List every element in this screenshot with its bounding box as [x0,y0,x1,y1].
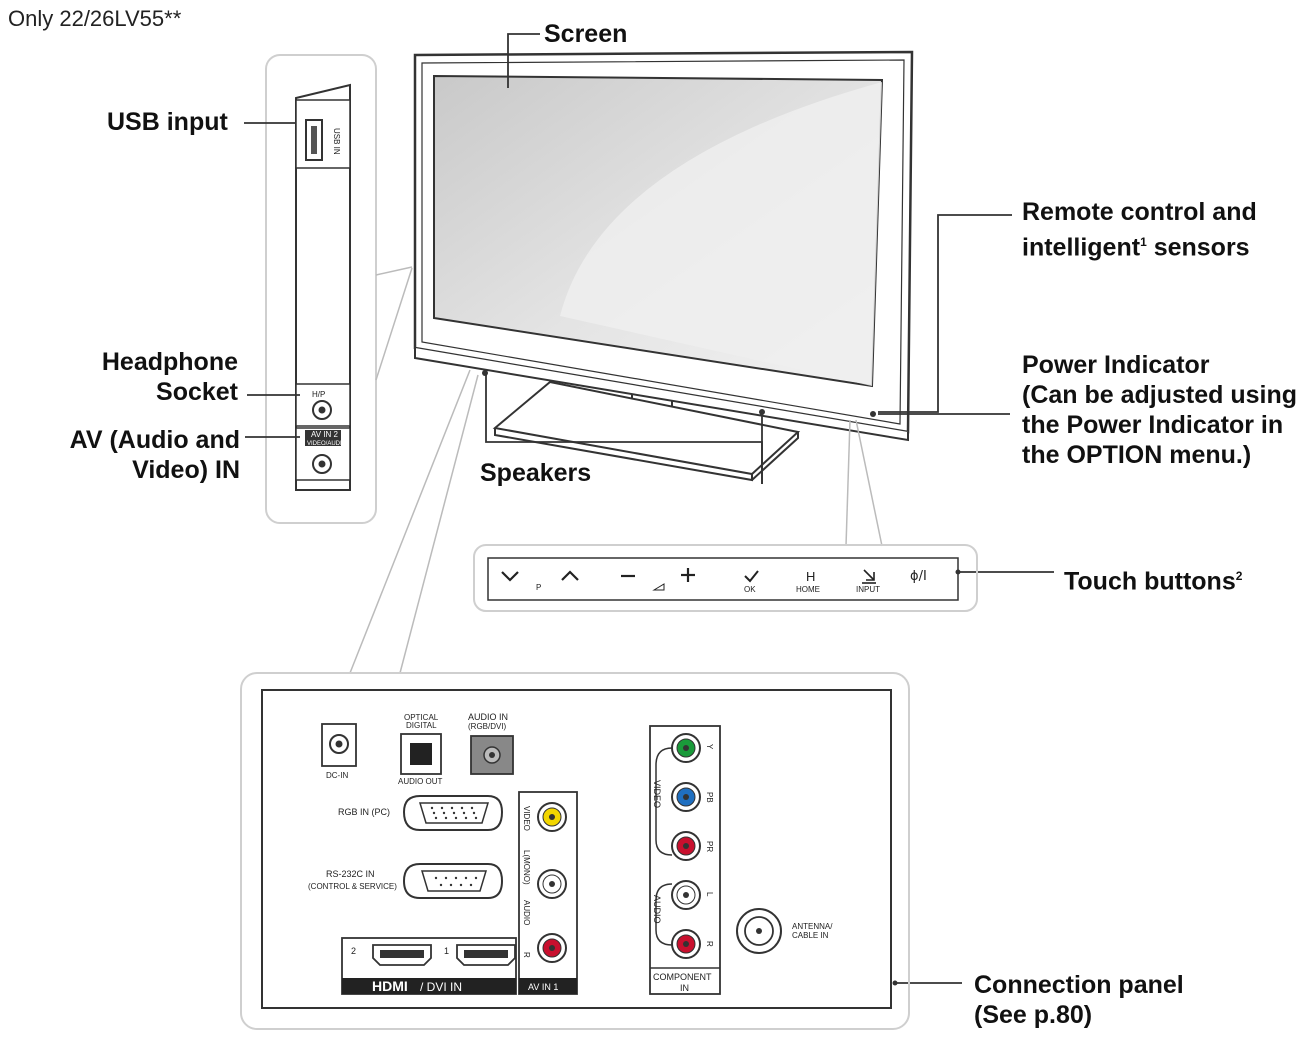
touch-buttons-text: Touch buttons [1064,567,1236,596]
av-in-line1: AV (Audio and [69,426,240,454]
input-label: INPUT [856,585,880,594]
connection-panel-label: Connection panel (See p.80) [974,970,1184,1030]
power-button[interactable]: ɸ/I [910,569,927,584]
rs232-label-2: (CONTROL & SERVICE) [308,882,397,891]
component-in-label-2: IN [680,983,689,993]
av-r-label: R [522,952,531,958]
hdmi-2-label: 2 [351,946,356,956]
av-mono-label: L(MONO) [522,850,531,885]
headphone-line2: Socket [156,378,238,406]
usb-input-label: USB input [107,108,228,136]
component-l-label: L [705,892,714,897]
side-panel-callout [265,54,377,524]
screen-label: Screen [544,20,628,48]
av-in1-label: AV IN 1 [528,982,558,992]
remote-sensor-line2: intelligent1 sensors [1022,227,1257,262]
dc-in-label: DC-IN [326,771,348,780]
headphone-label: Headphone Socket [86,347,238,407]
remote-sensor-label: Remote control and intelligent1 sensors [1022,197,1257,262]
ok-label: OK [744,585,756,594]
component-video-label: VIDEO [652,780,662,808]
dc-in-port[interactable] [321,723,357,767]
power-line3: the Power Indicator in [1022,411,1284,439]
power-indicator-label: Power Indicator (Can be adjusted using t… [1022,350,1297,470]
headphone-line1: Headphone [101,348,238,376]
channel-label: P [536,583,541,592]
leader-lines [244,33,1054,984]
channel-down-button[interactable] [501,571,519,582]
antenna-label: ANTENNA/ [792,922,833,931]
remote-sensor-line1: Remote control and [1022,198,1257,226]
input-button[interactable] [862,569,876,584]
speaker-dot-left [482,370,488,376]
optical-label-2: DIGITAL [406,721,437,730]
model-note: Only 22/26LV55** [8,6,182,31]
touch-buttons-superscript: 2 [1235,569,1243,583]
av-in2-label: AV IN 2 [311,430,339,439]
component-pr-label: PR [705,841,714,852]
component-in-label: COMPONENT [653,972,712,982]
usb-port-label: USB IN [332,128,341,155]
speakers-label: Speakers [480,459,592,487]
connection-panel: DC-IN OPTICAL DIGITAL AUDIO OUT AUDIO IN… [240,672,910,1030]
av-audio-label: AUDIO [522,900,531,925]
headphone-port-label: H/P [312,390,325,399]
audio-in-label: AUDIO IN [468,712,508,722]
component-y-label: Y [705,744,714,750]
audio-in-label-2: (RGB/DVI) [468,722,507,731]
remote-sensor-line2-tail: sensors [1146,233,1250,262]
av-in2-sublabel: VIDEO/AUDIO [307,441,347,447]
tv-unit [413,50,914,482]
audio-out-label: AUDIO OUT [398,777,443,786]
channel-up-button[interactable] [561,570,579,581]
ok-button[interactable] [744,570,759,583]
home-button[interactable]: H [806,569,815,584]
hdmi-suffix: / DVI IN [420,980,462,994]
antenna-label-2: CABLE IN [792,931,829,940]
side-panel: USB IN H/P AV IN 2 VIDEO/AUDIO [295,83,351,491]
hdmi-1-label: 1 [444,946,449,956]
remote-sensor-superscript: 1 [1140,235,1147,249]
connection-line1: Connection panel [974,971,1184,999]
power-indicator-dot [870,411,876,417]
touch-buttons-label: Touch buttons2 [1064,561,1242,596]
component-r-label: R [705,941,714,947]
hdmi-logo: HDMI [372,978,408,994]
volume-icon [652,583,665,591]
av-in-label: AV (Audio and Video) IN [40,425,240,485]
rgb-in-label: RGB IN (PC) [338,807,390,817]
home-label: HOME [796,585,820,594]
volume-up-button[interactable] [681,568,695,582]
connection-line2: (See p.80) [974,1001,1093,1029]
av-in-line2: Video) IN [132,456,240,484]
optical-label: OPTICAL [404,713,439,722]
rs232-label: RS-232C IN [326,869,375,879]
power-line2: (Can be adjusted using [1022,381,1298,409]
power-line4: the OPTION menu.) [1022,441,1252,469]
av-video-label: VIDEO [522,806,531,831]
power-line1: Power Indicator [1022,351,1210,379]
remote-sensor-line2-text: intelligent [1022,233,1141,262]
component-pb-label: PB [705,792,714,803]
component-audio-label: AUDIO [652,895,662,924]
touch-buttons-bar: P OK H HOME INPUT ɸ/I [473,544,978,612]
